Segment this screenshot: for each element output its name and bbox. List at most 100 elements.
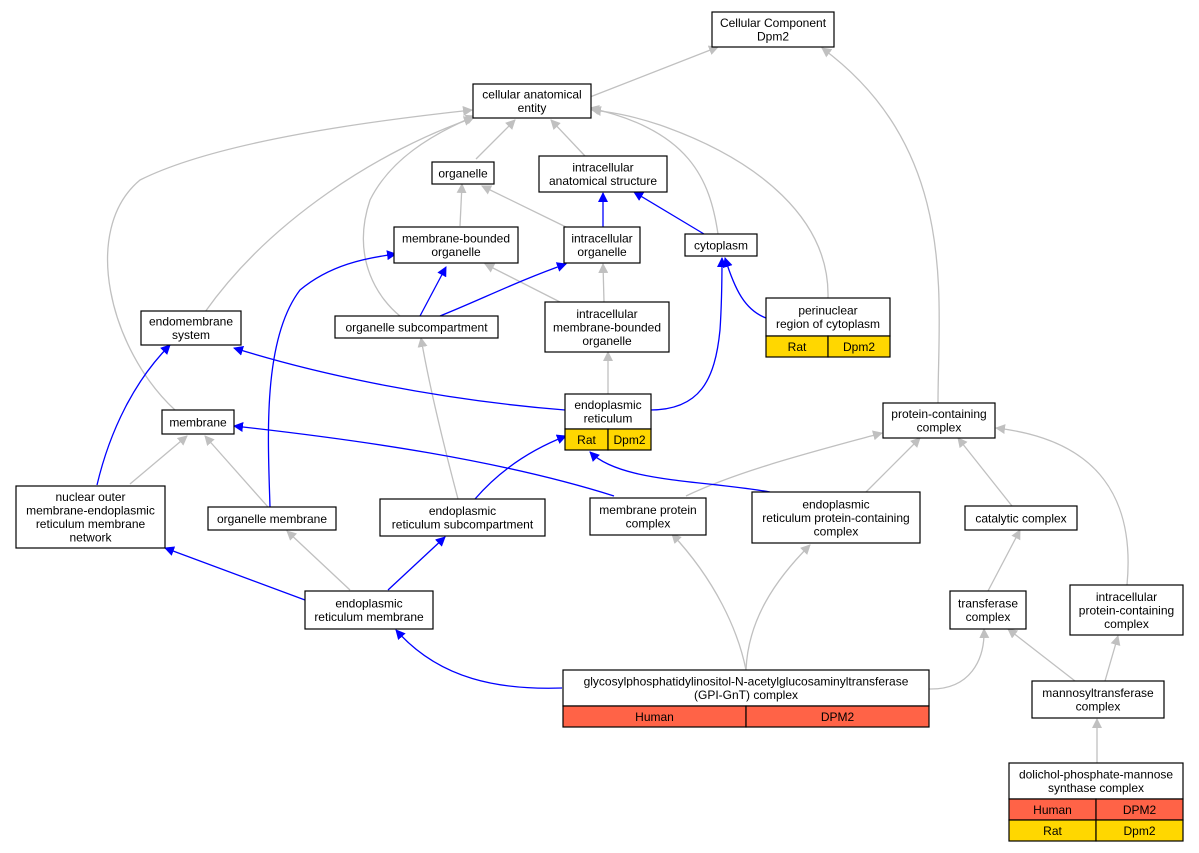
go-term-label: membrane-bounded [553, 320, 661, 334]
go-term-label: complex [626, 517, 671, 531]
go-term-membrane[interactable]: membrane [161, 409, 235, 435]
go-term-label: mannosyltransferase [1042, 686, 1154, 700]
go-term-box [379, 498, 546, 537]
edge-orgmem-membrane [204, 435, 269, 508]
go-term-label: Cellular Component [720, 16, 827, 30]
annotation-species: Rat [577, 433, 596, 447]
go-term-organelle[interactable]: organelle [431, 161, 495, 185]
go-term-box [563, 226, 641, 264]
go-term-label: intracellular [571, 232, 632, 246]
go-term-box [1031, 680, 1165, 719]
go-term-label: endoplasmic [802, 497, 869, 511]
go-term-label: network [69, 531, 112, 545]
edge-ermem-orgmem [286, 530, 351, 591]
go-term-box [751, 491, 921, 544]
go-term-label: region of cytoplasm [776, 317, 880, 331]
go-term-label: organelle [438, 166, 488, 180]
go-term-label: organelle [582, 334, 632, 348]
edge-cae-root [589, 45, 719, 98]
go-term-box [304, 590, 434, 630]
go-term-catalytic[interactable]: catalytic complex [964, 505, 1078, 531]
annotation-species: Human [635, 710, 674, 724]
annotation-cell [1095, 819, 1184, 842]
go-term-nomer[interactable]: nuclear outermembrane-endoplasmicreticul… [15, 485, 166, 549]
go-term-box [393, 226, 519, 264]
edge-transferase-catalytic [987, 529, 1021, 592]
go-term-orgmem[interactable]: organelle membrane [207, 506, 337, 531]
edge-organelle-cae [475, 119, 516, 160]
edge-perinuc-cytoplasm [722, 257, 767, 319]
go-term-label: (GPI-GnT) complex [694, 688, 798, 702]
go-term-label: endomembrane [149, 315, 233, 329]
edge-er-cytoplasm [649, 257, 727, 411]
edge-osc-cae [362, 114, 476, 317]
edge-ermem-nomer [164, 546, 306, 601]
go-term-box [562, 669, 930, 707]
edge-cytoplasm-ias [633, 191, 705, 235]
go-term-label: organelle membrane [217, 512, 327, 526]
edge-gpignt-ermem [395, 629, 563, 689]
go-term-label: cytoplasm [694, 238, 748, 252]
go-term-label: endoplasmic [574, 398, 641, 412]
go-term-label: membrane protein [599, 503, 696, 517]
edge-ersub-er [474, 434, 567, 500]
go-term-label: reticulum protein-containing [762, 511, 909, 525]
edge-mpc-pcc [685, 430, 883, 497]
edge-io-organelle [481, 185, 569, 229]
go-term-box [1069, 584, 1184, 636]
go-term-label: intracellular [1096, 590, 1157, 604]
go-term-box [538, 155, 668, 193]
go-term-label: complex [966, 610, 1011, 624]
go-term-label: glycosylphosphatidylinositol-N-acetylglu… [584, 675, 909, 689]
go-term-label: membrane-bounded [402, 232, 510, 246]
go-term-box [949, 590, 1027, 630]
go-term-box [882, 402, 996, 439]
go-term-label: protein-containing [1079, 603, 1174, 617]
go-term-label: cellular anatomical [482, 88, 581, 102]
go-term-box [964, 505, 1078, 531]
edge-pcc-root [821, 47, 940, 404]
annotation-gene: Dpm2 [1123, 824, 1155, 838]
go-term-cytoplasm[interactable]: cytoplasm [684, 233, 758, 257]
annotation-cell [827, 335, 891, 358]
go-term-box [140, 310, 242, 346]
edge-mannosyl-ipcc [1104, 635, 1121, 682]
edge-gpignt-transferase [928, 628, 990, 690]
edge-perinuc-cae [591, 106, 829, 299]
go-term-label: nuclear outer [55, 490, 125, 504]
go-term-label: organelle [431, 245, 481, 259]
edge-catalytic-pcc [957, 437, 1013, 507]
go-term-box [431, 161, 495, 185]
go-term-gpignt[interactable]: glycosylphosphatidylinositol-N-acetylglu… [562, 669, 930, 728]
go-term-osc[interactable]: organelle subcompartment [334, 315, 499, 339]
edge-er-endomem [233, 345, 566, 411]
go-term-label: reticulum [584, 412, 633, 426]
go-term-label: reticulum subcompartment [392, 518, 534, 532]
go-term-box [711, 11, 835, 48]
go-term-label: endoplasmic [335, 597, 402, 611]
annotation-species: Rat [788, 340, 807, 354]
edge-layer [96, 45, 1129, 763]
edge-ersub-osc [417, 337, 459, 500]
go-term-label: complex [814, 524, 859, 538]
